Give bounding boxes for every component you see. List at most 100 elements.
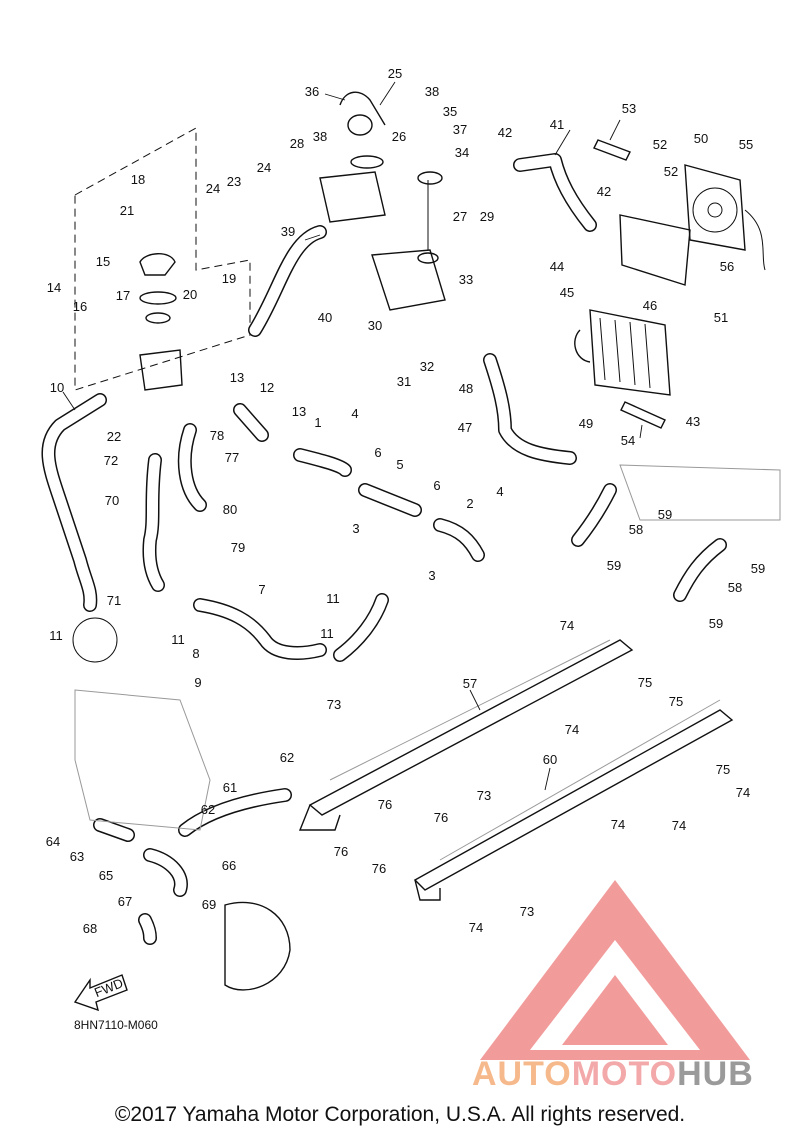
callout-78: 78 (210, 428, 224, 443)
callout-31: 31 (397, 374, 411, 389)
callout-73: 73 (520, 904, 534, 919)
callout-9: 9 (194, 675, 201, 690)
callout-74: 74 (672, 818, 686, 833)
watermark-logo (480, 880, 750, 1060)
callout-59: 59 (607, 558, 621, 573)
callout-34: 34 (455, 145, 469, 160)
callout-21: 21 (120, 203, 134, 218)
callout-3: 3 (428, 568, 435, 583)
callout-12: 12 (260, 380, 274, 395)
diagram-code: 8HN7110-M060 (74, 1018, 158, 1032)
callout-61: 61 (223, 780, 237, 795)
callout-74: 74 (469, 920, 483, 935)
callout-10: 10 (50, 380, 64, 395)
callout-38: 38 (313, 129, 327, 144)
engine-outline (72, 464, 781, 991)
callout-75: 75 (716, 762, 730, 777)
callout-58: 58 (728, 580, 742, 595)
callout-47: 47 (458, 420, 472, 435)
callout-80: 80 (223, 502, 237, 517)
callout-70: 70 (105, 493, 119, 508)
callout-59: 59 (658, 507, 672, 522)
callout-29: 29 (480, 209, 494, 224)
callout-46: 46 (643, 298, 657, 313)
callout-75: 75 (669, 694, 683, 709)
callout-33: 33 (459, 272, 473, 287)
callout-22: 22 (107, 429, 121, 444)
callout-71: 71 (107, 593, 121, 608)
callout-59: 59 (709, 616, 723, 631)
callout-60: 60 (543, 752, 557, 767)
callout-24: 24 (206, 181, 220, 196)
callout-42: 42 (597, 184, 611, 199)
callout-72: 72 (104, 453, 118, 468)
callout-4: 4 (496, 484, 503, 499)
callout-40: 40 (318, 310, 332, 325)
radiator (574, 309, 671, 396)
callout-58: 58 (629, 522, 643, 537)
callout-56: 56 (720, 259, 734, 274)
callout-16: 16 (73, 299, 87, 314)
callout-49: 49 (579, 416, 593, 431)
watermark-brand: AUTOMOTOHUB (472, 1055, 754, 1094)
callout-69: 69 (202, 897, 216, 912)
callout-28: 28 (290, 136, 304, 151)
callout-27: 27 (453, 209, 467, 224)
callout-73: 73 (477, 788, 491, 803)
callout-74: 74 (736, 785, 750, 800)
brand-word-moto: MOTO (571, 1055, 678, 1093)
callout-15: 15 (96, 254, 110, 269)
callout-23: 23 (227, 174, 241, 189)
callout-26: 26 (392, 129, 406, 144)
callout-57: 57 (463, 676, 477, 691)
callout-11: 11 (320, 626, 334, 641)
callout-53: 53 (622, 101, 636, 116)
damper-bars (593, 139, 666, 429)
callout-51: 51 (714, 310, 728, 325)
callout-43: 43 (686, 414, 700, 429)
callout-65: 65 (99, 868, 113, 883)
callout-11: 11 (326, 591, 340, 606)
callout-63: 63 (70, 849, 84, 864)
callout-17: 17 (116, 288, 130, 303)
callout-6: 6 (374, 445, 381, 460)
callout-74: 74 (565, 722, 579, 737)
callout-5: 5 (396, 457, 403, 472)
callout-37: 37 (453, 122, 467, 137)
callout-76: 76 (372, 861, 386, 876)
callout-41: 41 (550, 117, 564, 132)
callout-48: 48 (459, 381, 473, 396)
callout-7: 7 (258, 582, 265, 597)
callout-32: 32 (420, 359, 434, 374)
callout-39: 39 (281, 224, 295, 239)
callout-76: 76 (378, 797, 392, 812)
callout-68: 68 (83, 921, 97, 936)
callout-64: 64 (46, 834, 60, 849)
callout-8: 8 (192, 646, 199, 661)
callout-2: 2 (466, 496, 473, 511)
callout-36: 36 (305, 84, 319, 99)
callout-74: 74 (611, 817, 625, 832)
callout-25: 25 (388, 66, 402, 81)
callout-11: 11 (49, 628, 63, 643)
hoses (41, 153, 727, 945)
callout-45: 45 (560, 285, 574, 300)
callout-14: 14 (47, 280, 61, 295)
callout-30: 30 (368, 318, 382, 333)
callout-24: 24 (257, 160, 271, 175)
callout-62: 62 (280, 750, 294, 765)
callout-62: 62 (201, 802, 215, 817)
callout-1: 1 (314, 415, 321, 430)
callout-35: 35 (443, 104, 457, 119)
callout-4: 4 (351, 406, 358, 421)
callout-79: 79 (231, 540, 245, 555)
callout-77: 77 (225, 450, 239, 465)
callout-42: 42 (498, 125, 512, 140)
callout-38: 38 (425, 84, 439, 99)
leader-lines (62, 81, 643, 791)
callout-6: 6 (433, 478, 440, 493)
callout-76: 76 (434, 810, 448, 825)
callout-59: 59 (751, 561, 765, 576)
callout-52: 52 (664, 164, 678, 179)
callout-11: 11 (171, 632, 185, 647)
